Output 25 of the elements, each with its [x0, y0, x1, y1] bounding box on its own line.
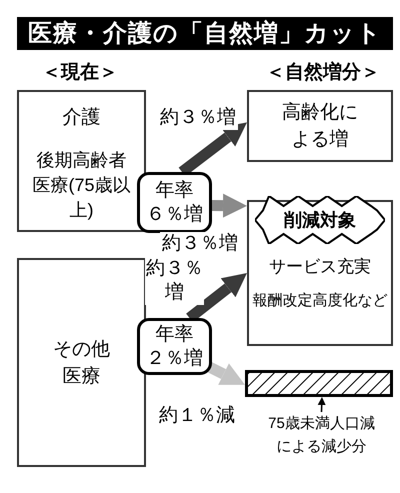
- box-text: 高齢化による増: [281, 101, 359, 152]
- box-text: 後期高齢者医療(75歳以上): [31, 149, 132, 222]
- hatched-bar: [245, 370, 393, 397]
- column-heading: ＜自然増分＞: [265, 62, 381, 84]
- box-text: サービス充実: [269, 256, 371, 278]
- starburst-shape: [255, 196, 385, 244]
- result-box: [247, 90, 393, 162]
- rate-text: 年率６％増: [145, 178, 204, 226]
- rate-badge: [137, 318, 212, 375]
- edge-label: 約３％増: [145, 257, 204, 305]
- starburst-text: 削減対象: [284, 208, 356, 232]
- rate-text: 年率２％増: [145, 322, 204, 370]
- leader-arrow: [318, 397, 326, 412]
- box-heading: 介護: [62, 106, 100, 130]
- caption-text: 75歳未満人口減による減少分: [250, 412, 393, 462]
- edge-label: 約３％増: [158, 106, 238, 130]
- category-box: [17, 258, 146, 467]
- rate-badge: [137, 172, 212, 233]
- column-heading: ＜現在＞: [41, 62, 119, 84]
- category-box: [17, 90, 146, 232]
- thick-arrow: [206, 362, 245, 385]
- box-text: 報酬改定高度化など: [252, 291, 388, 311]
- box-text: その他医療: [52, 338, 111, 388]
- title-banner: 医療・介護の「自然増」カット: [17, 17, 393, 50]
- thick-arrow: [212, 194, 247, 218]
